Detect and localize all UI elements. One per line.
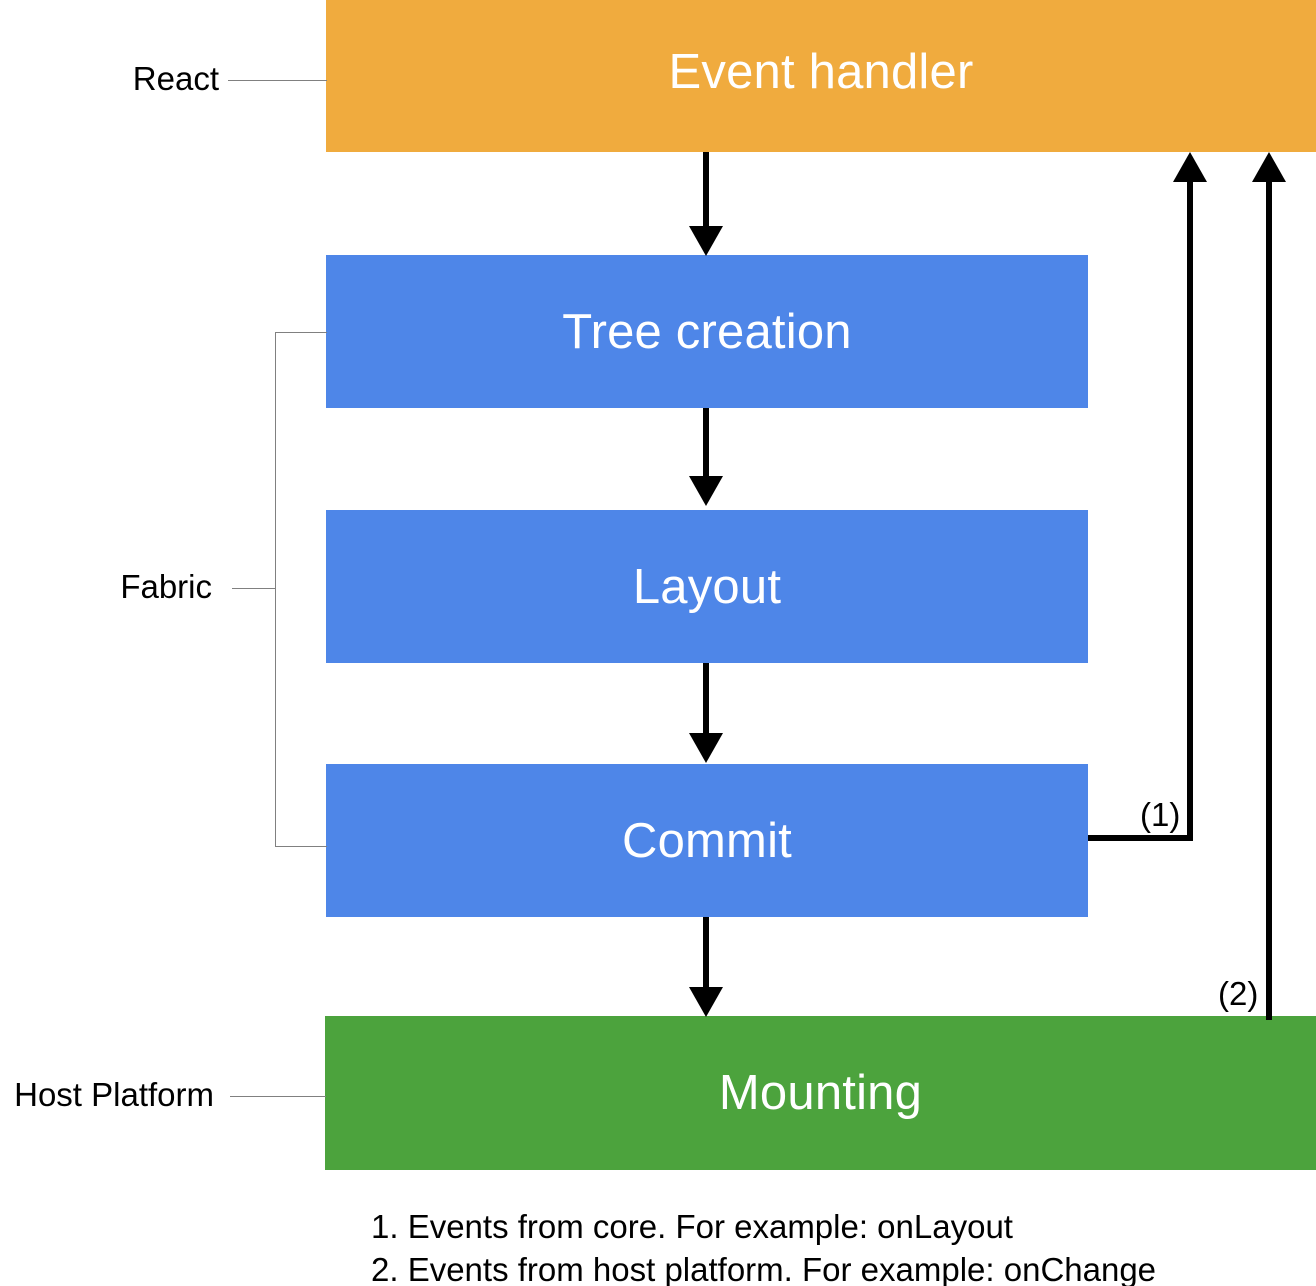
arrow-event-handler-to-tree-creation-shaft (703, 152, 709, 228)
feedback-one-horizontal-shaft (1088, 835, 1193, 841)
layer-label-react: React (132, 60, 219, 97)
arrow-event-handler-to-tree-creation-head-icon (689, 226, 723, 256)
box-commit-label: Commit (622, 813, 792, 868)
arrow-commit-to-mounting-head-icon (689, 987, 723, 1017)
feedback-two-vertical-shaft (1266, 182, 1272, 1020)
box-mounting[interactable]: Mounting (325, 1016, 1316, 1170)
box-tree-creation[interactable]: Tree creation (326, 255, 1088, 408)
box-mounting-label: Mounting (718, 1066, 923, 1120)
feedback-one-vertical-shaft (1187, 182, 1193, 841)
footnotes: 1. Events from core. For example: onLayo… (371, 1205, 1156, 1286)
leader-line-fabric (232, 588, 276, 589)
leader-line-react (228, 80, 327, 81)
fabric-bracket-top-arm (275, 332, 327, 333)
box-event-handler-label: Event handler (668, 45, 974, 99)
footnote-item-1: 1. Events from core. For example: onLayo… (371, 1208, 1013, 1245)
arrow-layout-to-commit-head-icon (689, 733, 723, 763)
footnote-item-2: 2. Events from host platform. For exampl… (371, 1251, 1157, 1286)
box-layout-label: Layout (632, 559, 782, 614)
box-event-handler[interactable]: Event handler (326, 0, 1316, 152)
leader-line-host-platform (230, 1096, 326, 1097)
callout-two-label: (2) (1218, 975, 1259, 1012)
box-commit[interactable]: Commit (326, 764, 1088, 917)
arrow-layout-to-commit-shaft (703, 663, 709, 735)
layer-label-fabric: Fabric (120, 568, 212, 605)
arrow-tree-creation-to-layout-shaft (703, 408, 709, 478)
callout-one-label: (1) (1140, 796, 1181, 833)
feedback-two-head-icon (1252, 152, 1286, 182)
layer-label-host-platform: Host Platform (14, 1076, 214, 1113)
box-layout[interactable]: Layout (326, 510, 1088, 663)
arrow-tree-creation-to-layout-head-icon (689, 476, 723, 506)
fabric-bracket-spine (275, 332, 276, 847)
fabric-bracket-bottom-arm (275, 846, 327, 847)
feedback-one-head-icon (1173, 152, 1207, 182)
box-tree-creation-label: Tree creation (562, 304, 852, 359)
arrow-commit-to-mounting-shaft (703, 917, 709, 989)
